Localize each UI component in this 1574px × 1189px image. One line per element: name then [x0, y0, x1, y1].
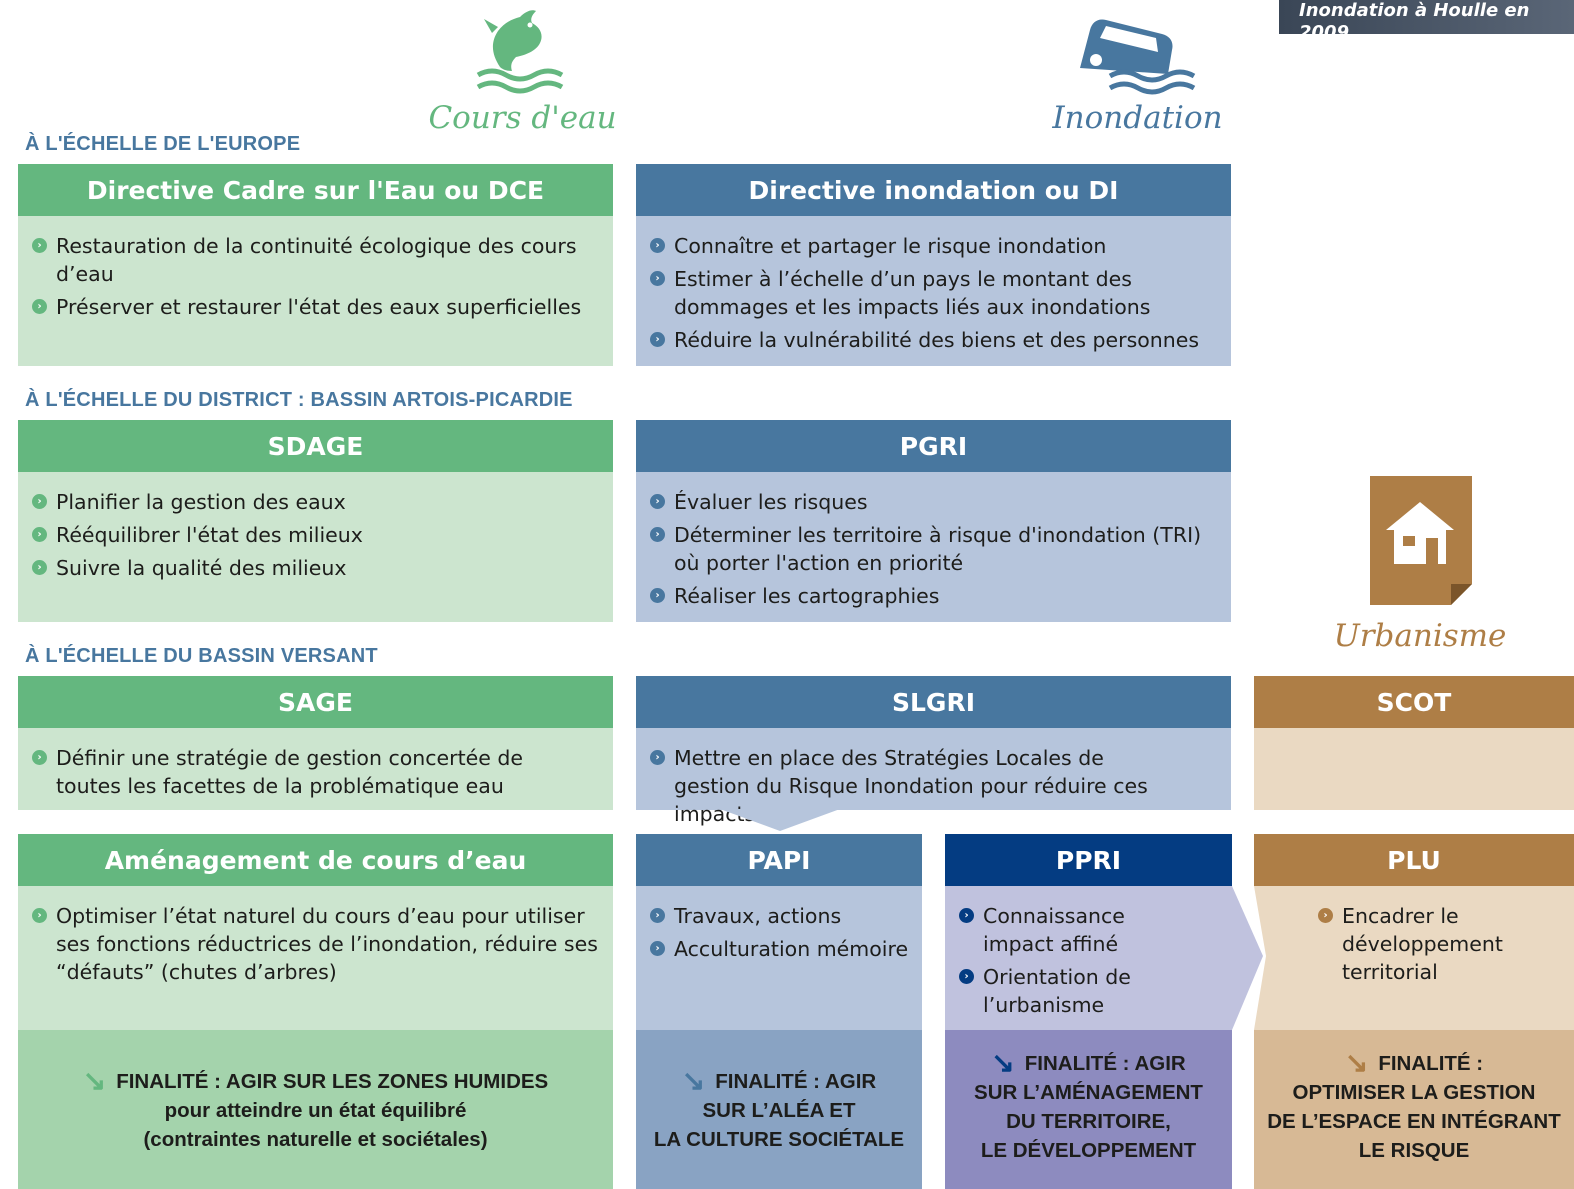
amenagement-body: ›Optimiser l’état naturel du cours d’eau… [18, 886, 613, 1030]
circle-arrow-right-icon: › [32, 908, 47, 923]
list-item: ›Restauration de la continuité écologiqu… [32, 232, 599, 288]
circle-arrow-right-icon: › [959, 908, 974, 923]
plu-body: ›Encadrer le développement territorial [1318, 886, 1558, 1030]
pgri-header: PGRI [636, 420, 1231, 472]
arrow-down-right-icon: ↘ [991, 1047, 1015, 1078]
list-item: ›Suivre la qualité des milieux [32, 554, 599, 582]
column-title-inondation: Inondation [1052, 100, 1223, 136]
plu-title: PLU [1387, 845, 1441, 875]
papi-title: PAPI [747, 845, 811, 875]
slgri-pointer [720, 809, 840, 831]
list-item: ›Connaître et partager le risque inondat… [650, 232, 1217, 260]
list-item: ›Évaluer les risques [650, 488, 1217, 516]
car-flood-icon [1080, 19, 1196, 95]
list-item: ›Optimiser l’état naturel du cours d’eau… [32, 902, 603, 986]
sdage-body: ›Planifier la gestion des eaux ›Rééquili… [18, 472, 613, 622]
list-item: ›Définir une stratégie de gestion concer… [32, 744, 523, 800]
slgri-title: SLGRI [891, 687, 975, 717]
list-item: ›Acculturation mémoire [650, 935, 914, 963]
sdage-title: SDAGE [267, 431, 364, 461]
list-item: ›Mettre en place des Stratégies Locales … [650, 744, 1181, 828]
list-item: ›Rééquilibrer l'état des milieux [32, 521, 599, 549]
list-item: ›Encadrer le développement territorial [1318, 902, 1558, 986]
photo-caption-text: Inondation à Houlle en 2009 [1299, 0, 1530, 43]
circle-arrow-right-icon: › [32, 527, 47, 542]
list-item: ›Travaux, actions [650, 902, 914, 930]
house-document-icon [1370, 476, 1472, 605]
plu-header: PLU [1254, 834, 1574, 886]
di-header: Directive inondation ou DI [636, 164, 1231, 216]
list-item: ›Planifier la gestion des eaux [32, 488, 599, 516]
scot-header: SCOT [1254, 676, 1574, 728]
sdage-header: SDAGE [18, 420, 613, 472]
ppri-finalite: ↘FINALITÉ : AGIR SUR L’AMÉNAGEMENT DU TE… [945, 1030, 1232, 1189]
section-europe: À L'ÉCHELLE DE L'EUROPE [25, 133, 301, 155]
circle-arrow-right-icon: › [650, 750, 665, 765]
ppri-body: ›Connaissance impact affiné ›Orientation… [945, 886, 1232, 1030]
arrow-down-right-icon: ↘ [681, 1065, 706, 1096]
amenagement-finalite: ↘FINALITÉ : AGIR SUR LES ZONES HUMIDES p… [18, 1030, 613, 1189]
list-item: ›Estimer à l’échelle d’un pays le montan… [650, 265, 1217, 321]
section-bassin: À L'ÉCHELLE DU BASSIN VERSANT [25, 645, 378, 667]
sage-header: SAGE [18, 676, 613, 728]
column-title-cours-eau: Cours d'eau [428, 100, 617, 136]
list-item: ›Orientation de l’urbanisme [959, 963, 1182, 1019]
amenagement-header: Aménagement de cours d’eau [18, 834, 613, 886]
scot-body [1254, 728, 1574, 810]
pgri-body: ›Évaluer les risques ›Déterminer les ter… [636, 472, 1231, 622]
ppri-header: PPRI [945, 834, 1232, 886]
arrow-down-right-icon: ↘ [82, 1065, 107, 1096]
arrow-down-right-icon: ↘ [1344, 1047, 1369, 1078]
sage-title: SAGE [278, 687, 353, 717]
section-district: À L'ÉCHELLE DU DISTRICT : BASSIN ARTOIS-… [25, 389, 573, 411]
pgri-title: PGRI [899, 431, 968, 461]
plu-body-shape [1254, 886, 1574, 1030]
circle-arrow-right-icon: › [650, 588, 665, 603]
amenagement-title: Aménagement de cours d’eau [104, 845, 527, 875]
papi-header: PAPI [636, 834, 922, 886]
circle-arrow-right-icon: › [959, 969, 974, 984]
circle-arrow-right-icon: › [32, 238, 47, 253]
fish-waves-icon [476, 10, 564, 94]
dce-body: ›Restauration de la continuité écologiqu… [18, 216, 613, 366]
papi-finalite: ↘FINALITÉ : AGIR SUR L’ALÉA ET LA CULTUR… [636, 1030, 922, 1189]
plu-finalite: ↘FINALITÉ : OPTIMISER LA GESTION DE L’ES… [1254, 1030, 1574, 1189]
circle-arrow-right-icon: › [650, 238, 665, 253]
papi-body: ›Travaux, actions ›Acculturation mémoire [636, 886, 922, 1030]
list-item: ›Préserver et restaurer l'état des eaux … [32, 293, 599, 321]
circle-arrow-right-icon: › [32, 750, 47, 765]
column-title-urbanisme: Urbanisme [1333, 618, 1507, 654]
circle-arrow-right-icon: › [32, 299, 47, 314]
scot-title: SCOT [1376, 687, 1452, 717]
di-body: ›Connaître et partager le risque inondat… [636, 216, 1231, 366]
list-item: ›Connaissance impact affiné [959, 902, 1182, 958]
list-item: ›Réduire la vulnérabilité des biens et d… [650, 326, 1217, 354]
circle-arrow-right-icon: › [650, 941, 665, 956]
circle-arrow-right-icon: › [32, 560, 47, 575]
ppri-arrow-shape [945, 886, 1263, 1030]
circle-arrow-right-icon: › [650, 494, 665, 509]
sage-body: ›Définir une stratégie de gestion concer… [18, 728, 613, 810]
circle-arrow-right-icon: › [650, 332, 665, 347]
list-item: ›Déterminer les territoire à risque d'in… [650, 521, 1217, 577]
di-title: Directive inondation ou DI [748, 175, 1119, 205]
dce-header: Directive Cadre sur l'Eau ou DCE [18, 164, 613, 216]
ppri-title: PPRI [1055, 845, 1122, 875]
list-item: ›Réaliser les cartographies [650, 582, 1217, 610]
slgri-header: SLGRI [636, 676, 1231, 728]
circle-arrow-right-icon: › [650, 908, 665, 923]
slgri-body: ›Mettre en place des Stratégies Locales … [636, 728, 1231, 826]
dce-title: Directive Cadre sur l'Eau ou DCE [86, 175, 545, 205]
circle-arrow-right-icon: › [32, 494, 47, 509]
photo-caption: Inondation à Houlle en 2009 [1279, 0, 1574, 43]
circle-arrow-right-icon: › [650, 527, 665, 542]
circle-arrow-right-icon: › [1318, 908, 1333, 923]
circle-arrow-right-icon: › [650, 271, 665, 286]
